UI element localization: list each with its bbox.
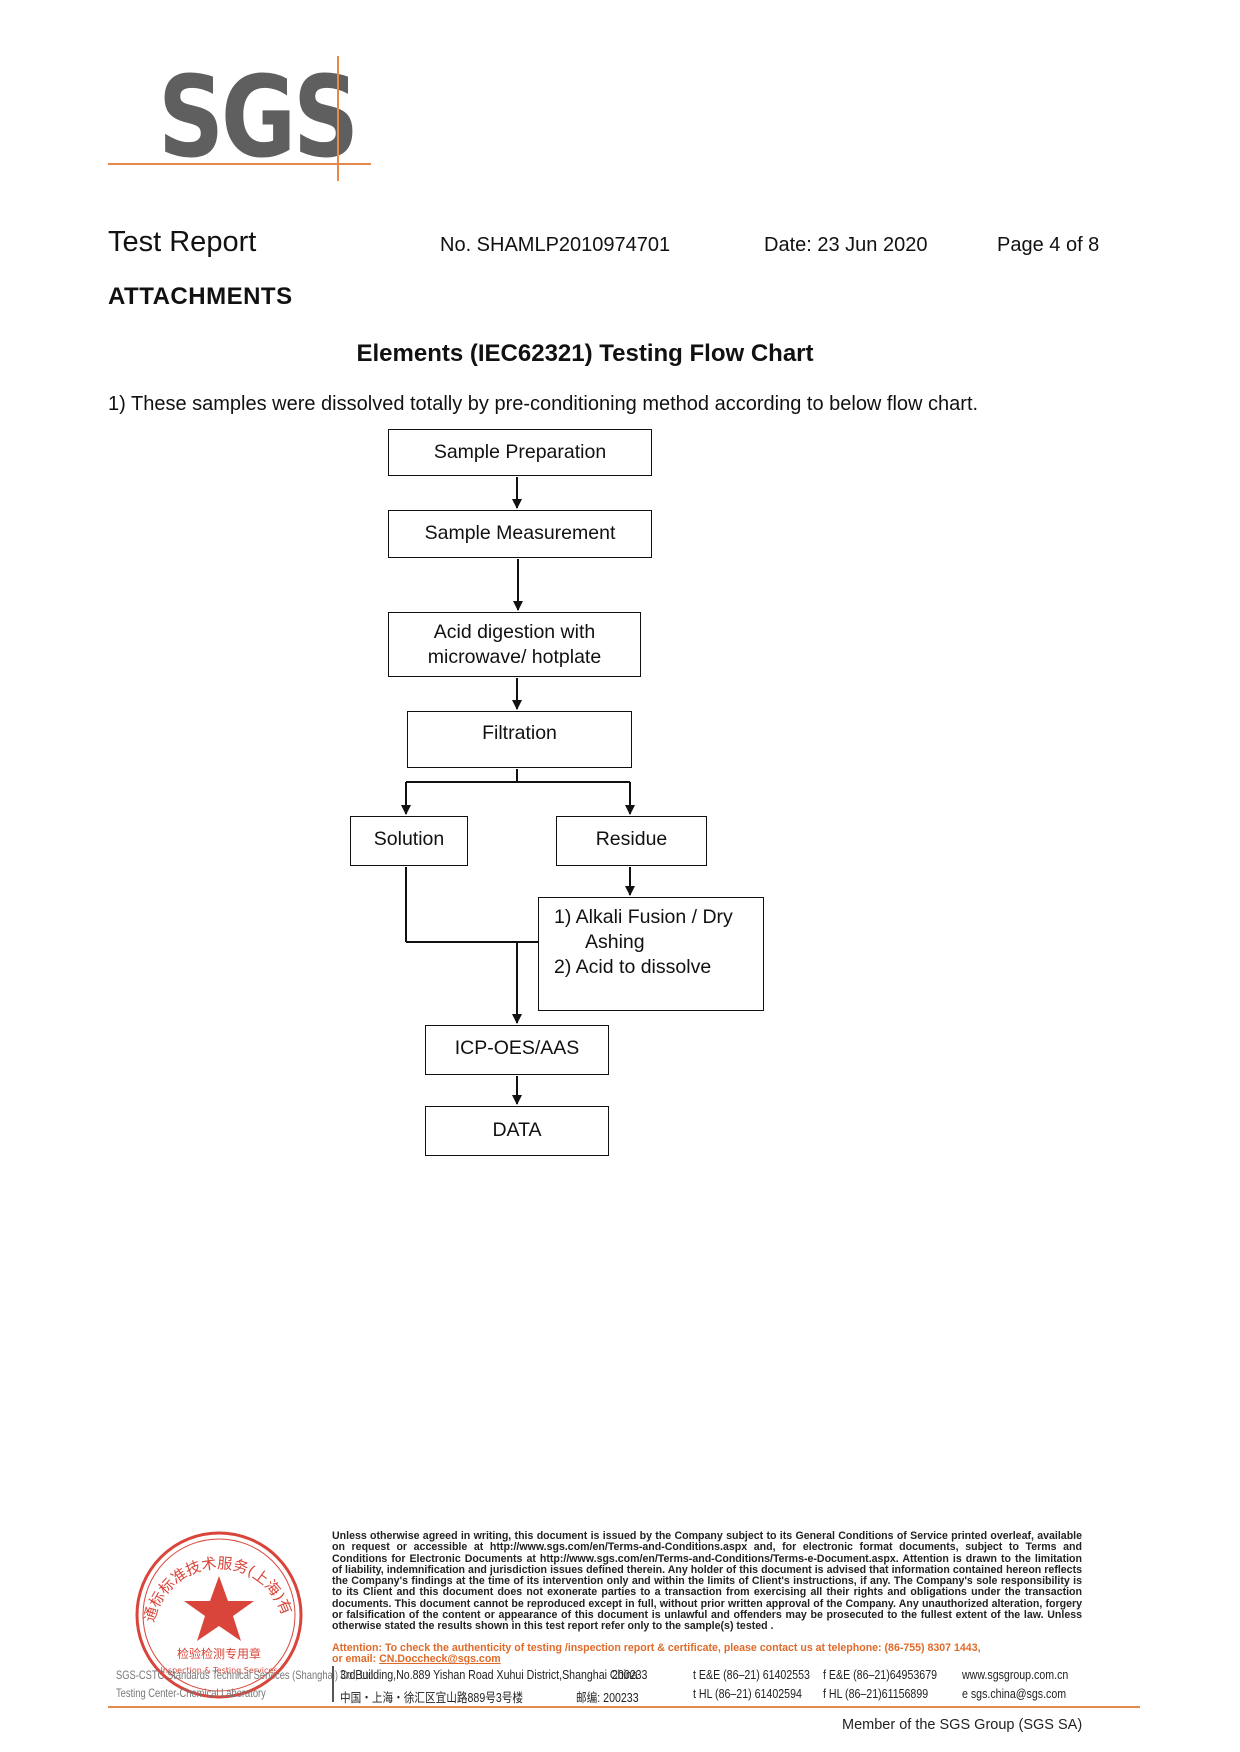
lab-name-left: Testing Center-Chemical Laboratory	[116, 1686, 266, 1700]
box-residue: Residue	[556, 816, 707, 866]
address-separator	[332, 1666, 334, 1702]
intro-text: 1) These samples were dissolved totally …	[108, 393, 979, 415]
box-filtration: Filtration	[407, 711, 632, 768]
svg-text:检验检测专用章: 检验检测专用章	[177, 1646, 261, 1661]
flow-chart-connectors	[401, 477, 635, 1105]
footer-rule	[108, 1706, 1140, 1708]
report-date: Date: 23 Jun 2020	[764, 234, 928, 256]
fax-ee: f E&E (86–21)64953679	[823, 1668, 938, 1682]
address-cn: 中国・上海・徐汇区宜山路889号3号楼	[340, 1691, 524, 1705]
box-data: DATA	[425, 1106, 609, 1156]
box-solution: Solution	[350, 816, 468, 866]
email-link[interactable]: CN.Doccheck@sgs.com	[379, 1653, 501, 1666]
tel-ee: t E&E (86–21) 61402553	[693, 1668, 810, 1682]
postcode-en: 200233	[612, 1668, 648, 1682]
fax-hl: f HL (86–21)61156899	[823, 1687, 929, 1701]
flow-chart-title: Elements (IEC62321) Testing Flow Chart	[356, 340, 814, 367]
svg-text:Inspection & Testing Services: Inspection & Testing Services	[160, 1666, 277, 1675]
report-title: Test Report	[108, 226, 257, 258]
member-statement: Member of the SGS Group (SGS SA)	[842, 1717, 1083, 1733]
box-icp-oes-aas: ICP-OES/AAS	[425, 1025, 609, 1075]
address-en: 3rdBuilding,No.889 Yishan Road Xuhui Dis…	[340, 1668, 638, 1682]
page-number: Page 4 of 8	[997, 234, 1100, 256]
tel-hl: t HL (86–21) 61402594	[693, 1687, 802, 1701]
report-number: No. SHAMLP2010974701	[440, 234, 671, 256]
legal-disclaimer: Unless otherwise agreed in writing, this…	[332, 1530, 1082, 1633]
authenticity-notice: Attention: To check the authenticity of …	[332, 1642, 981, 1666]
box-sample-measurement: Sample Measurement	[388, 510, 652, 558]
postcode-cn: 邮编: 200233	[576, 1691, 639, 1705]
logo-vertical-line	[337, 56, 339, 181]
sgs-logo-text: SGS	[158, 53, 359, 183]
company-seal-stamp: 检验检测专用章 Inspection & Testing Services 通标…	[132, 1528, 303, 1699]
website[interactable]: www.sgsgroup.com.cn	[962, 1668, 1069, 1682]
section-heading: ATTACHMENTS	[108, 283, 293, 310]
box-sample-preparation: Sample Preparation	[388, 429, 652, 476]
company-name-left: SGS-CSTC Standards Technical Services (S…	[116, 1668, 376, 1682]
contact-email[interactable]: e sgs.china@sgs.com	[962, 1687, 1067, 1701]
logo-underline	[108, 163, 371, 165]
